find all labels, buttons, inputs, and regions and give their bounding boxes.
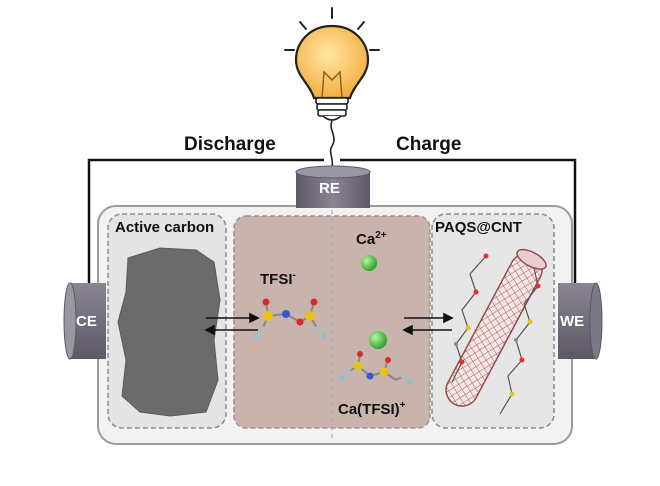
right-exchange-arrows <box>402 312 454 336</box>
tfsi-charge: - <box>292 270 296 281</box>
ca-ion-label: Ca2+ <box>356 230 387 248</box>
left-exchange-arrows <box>204 312 260 336</box>
charge-label: Charge <box>396 134 462 155</box>
active-carbon-label: Active carbon <box>115 219 215 236</box>
light-bulb-icon <box>284 7 380 169</box>
we-label: WE <box>560 313 585 330</box>
reference-electrode <box>295 165 371 208</box>
ca-tfsi-text: Ca(TFSI) <box>338 401 400 418</box>
external-circuit <box>87 158 577 283</box>
discharge-label: Discharge <box>184 134 276 155</box>
carbon-nanotube <box>445 248 547 407</box>
ca-tfsi-charge: + <box>399 400 406 411</box>
ce-label: CE <box>76 313 97 330</box>
working-electrode <box>558 282 603 360</box>
tfsi-molecule <box>253 298 327 339</box>
ca-tfsi-complex <box>339 331 413 385</box>
paqs-cnt-label: PAQS@CNT <box>435 219 522 236</box>
polymer-atoms <box>454 253 541 397</box>
ca-charge: 2+ <box>375 230 387 241</box>
ca-text: Ca <box>356 231 376 248</box>
counter-electrode <box>63 282 106 360</box>
re-label: RE <box>319 180 340 197</box>
calcium-ion-sphere <box>361 255 377 271</box>
tfsi-text: TFSI <box>260 271 293 288</box>
ca-tfsi-label: Ca(TFSI)+ <box>338 400 406 418</box>
active-carbon-particle <box>117 247 221 417</box>
tfsi-label: TFSI- <box>260 270 296 288</box>
